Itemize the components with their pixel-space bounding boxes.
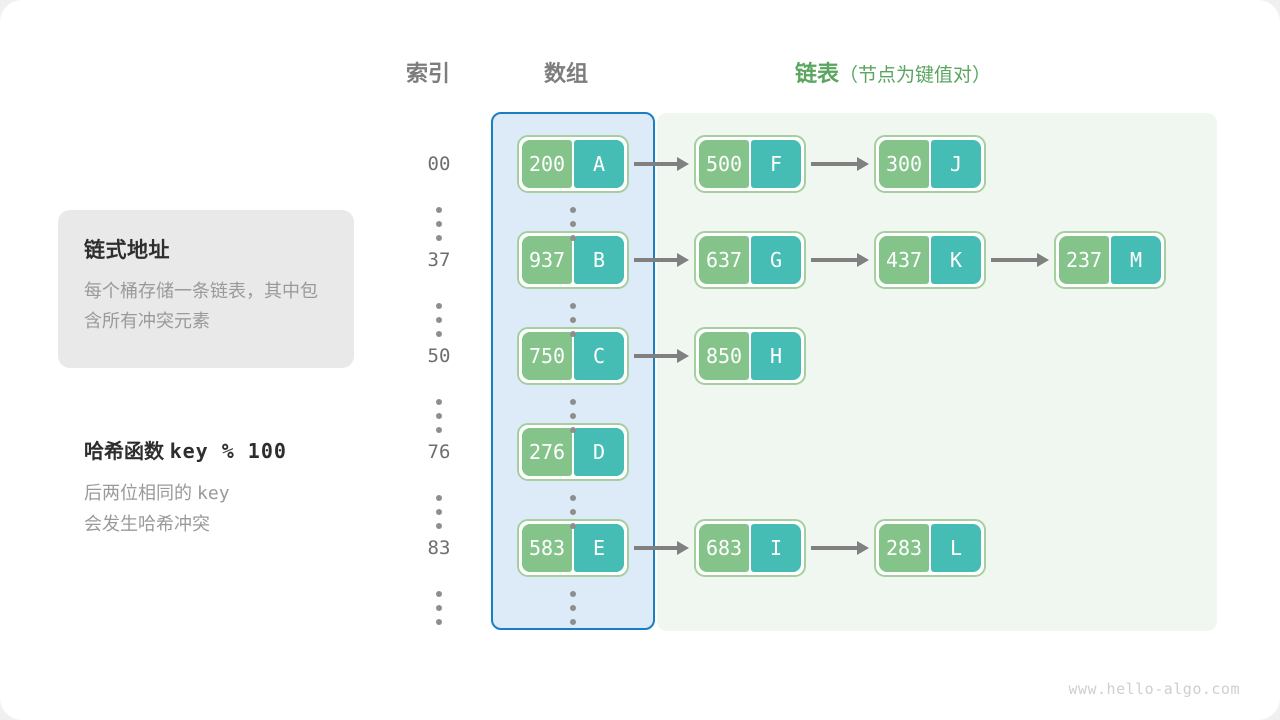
- ellipsis-dot: [570, 331, 576, 337]
- node-key: 300: [879, 140, 929, 188]
- node-value: B: [574, 236, 624, 284]
- array-column-ellipsis: [563, 399, 583, 433]
- ellipsis-dot: [570, 619, 576, 625]
- ellipsis-dot: [570, 235, 576, 241]
- index-column-ellipsis: [429, 303, 449, 337]
- node-value: K: [931, 236, 981, 284]
- ellipsis-dot: [436, 317, 442, 323]
- node-key: 583: [522, 524, 572, 572]
- index-label: 00: [427, 153, 451, 175]
- index-column-ellipsis: [429, 591, 449, 625]
- linked-list-sublabel: （节点为键值对）: [839, 65, 992, 86]
- ellipsis-dot: [570, 427, 576, 433]
- node-value: G: [751, 236, 801, 284]
- column-heading-index: 索引: [406, 61, 451, 86]
- ellipsis-dot: [436, 605, 442, 611]
- hash-note-line1: 后两位相同的: [84, 483, 192, 503]
- node-value: E: [574, 524, 624, 572]
- array-column-ellipsis: [563, 591, 583, 625]
- ellipsis-dot: [570, 303, 576, 309]
- index-column-ellipsis: [429, 399, 449, 433]
- node-value: L: [931, 524, 981, 572]
- linked-list-label: 链表: [795, 61, 840, 86]
- hash-function-expression: key % 100: [169, 439, 287, 463]
- ellipsis-dot: [436, 619, 442, 625]
- hash-function-label: 哈希函数: [84, 441, 164, 463]
- ellipsis-dot: [570, 523, 576, 529]
- ellipsis-dot: [436, 413, 442, 419]
- ellipsis-dot: [436, 207, 442, 213]
- ellipsis-dot: [570, 413, 576, 419]
- ellipsis-dot: [570, 605, 576, 611]
- node-value: M: [1111, 236, 1161, 284]
- node-key: 683: [699, 524, 749, 572]
- ellipsis-dot: [436, 303, 442, 309]
- array-column-ellipsis: [563, 495, 583, 529]
- column-heading-array: 数组: [544, 61, 589, 86]
- index-label: 76: [427, 441, 451, 463]
- array-column-ellipsis: [563, 303, 583, 337]
- node-key: 637: [699, 236, 749, 284]
- ellipsis-dot: [436, 591, 442, 597]
- index-label: 50: [427, 345, 451, 367]
- ellipsis-dot: [436, 509, 442, 515]
- ellipsis-dot: [436, 523, 442, 529]
- node-key: 937: [522, 236, 572, 284]
- column-heading-linked-list: 链表（节点为键值对）: [795, 56, 991, 88]
- info-card-title: 链式地址: [84, 239, 170, 262]
- node-value: C: [574, 332, 624, 380]
- ellipsis-dot: [570, 495, 576, 501]
- node-value: F: [751, 140, 801, 188]
- info-card: 链式地址 每个桶存储一条链表，其中包含所有冲突元素: [58, 210, 354, 368]
- info-card-body: 每个桶存储一条链表，其中包含所有冲突元素: [84, 281, 318, 331]
- ellipsis-dot: [436, 221, 442, 227]
- node-value: H: [751, 332, 801, 380]
- hash-function-title: 哈希函数 key % 100: [84, 435, 287, 464]
- hash-function-body: 后两位相同的 key 会发生哈希冲突: [84, 478, 344, 539]
- hash-note-key-token: key: [197, 483, 230, 504]
- ellipsis-dot: [570, 399, 576, 405]
- index-column-ellipsis: [429, 207, 449, 241]
- index-label: 83: [427, 537, 451, 559]
- index-column-ellipsis: [429, 495, 449, 529]
- ellipsis-dot: [570, 317, 576, 323]
- watermark: www.hello-algo.com: [1068, 680, 1240, 698]
- node-value: I: [751, 524, 801, 572]
- node-key: 237: [1059, 236, 1109, 284]
- ellipsis-dot: [436, 427, 442, 433]
- ellipsis-dot: [570, 509, 576, 515]
- node-key: 500: [699, 140, 749, 188]
- node-key: 200: [522, 140, 572, 188]
- node-key: 850: [699, 332, 749, 380]
- ellipsis-dot: [436, 331, 442, 337]
- node-key: 437: [879, 236, 929, 284]
- ellipsis-dot: [570, 591, 576, 597]
- node-value: D: [574, 428, 624, 476]
- node-key: 283: [879, 524, 929, 572]
- ellipsis-dot: [436, 235, 442, 241]
- ellipsis-dot: [570, 207, 576, 213]
- ellipsis-dot: [436, 495, 442, 501]
- node-key: 750: [522, 332, 572, 380]
- node-key: 276: [522, 428, 572, 476]
- ellipsis-dot: [436, 399, 442, 405]
- index-label: 37: [427, 249, 451, 271]
- node-value: A: [574, 140, 624, 188]
- array-column-ellipsis: [563, 207, 583, 241]
- ellipsis-dot: [570, 221, 576, 227]
- node-value: J: [931, 140, 981, 188]
- hash-note-line2: 会发生哈希冲突: [84, 514, 210, 534]
